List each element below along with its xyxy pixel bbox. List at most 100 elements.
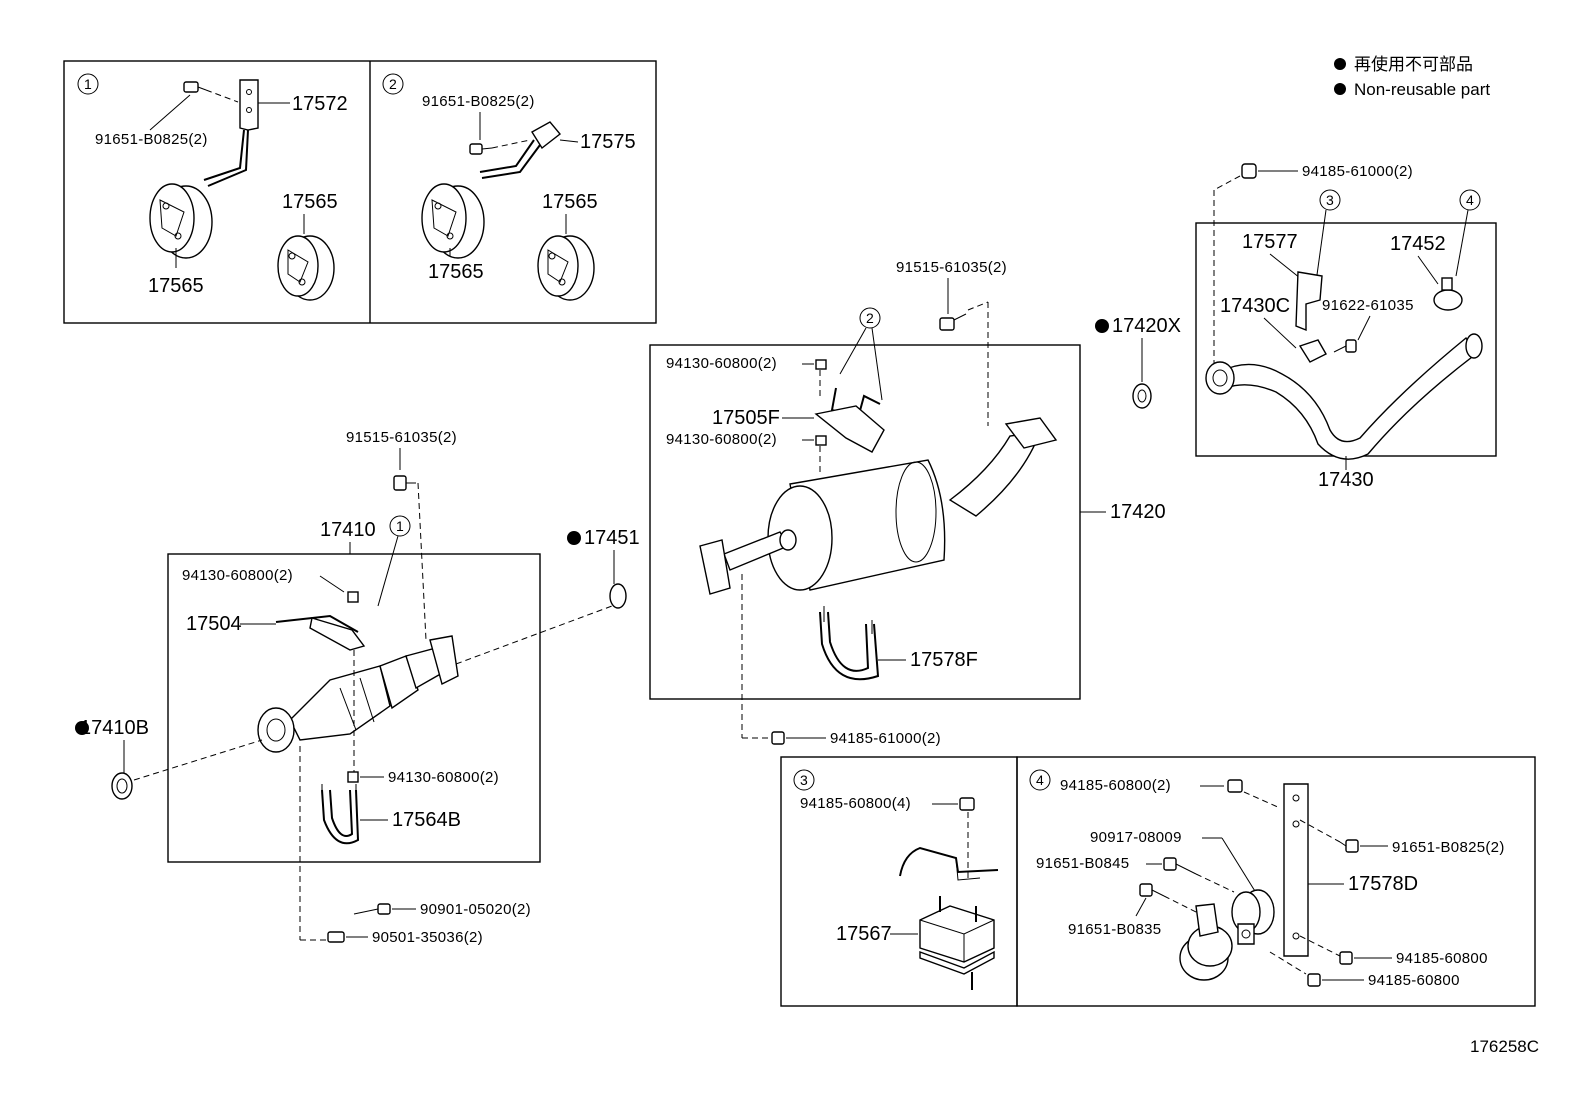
muffler-bracket-icon bbox=[814, 387, 885, 453]
label-17572: 17572 bbox=[292, 93, 348, 115]
tailpipe-section: 94185-61000(2) 3 4 17577 17452 17430C 91… bbox=[1195, 163, 1497, 491]
gasket-17420x: 17420X bbox=[1095, 315, 1181, 409]
muffler-circle-label: 2 bbox=[866, 310, 874, 326]
clamp-ring-icon bbox=[1433, 277, 1463, 311]
pipe-clamp-icon bbox=[1179, 903, 1233, 981]
panel-1: 1 91651-B0825(2) 17572 17565 1 bbox=[77, 73, 348, 301]
label-94130-60800-b: 94130-60800(2) bbox=[388, 769, 499, 786]
catalytic-converter-icon bbox=[257, 635, 459, 753]
label-17578d: 17578D bbox=[1348, 873, 1418, 895]
rubber-damper-icon bbox=[1231, 889, 1275, 945]
legend: 再使用不可部品 Non-reusable part bbox=[1334, 54, 1490, 99]
tailpipe-circle-3: 3 bbox=[1326, 192, 1334, 208]
label-17565-a: 17565 bbox=[148, 275, 204, 297]
label-94185-60800-2: 94185-60800(2) bbox=[1060, 777, 1171, 794]
mount-bracket-icon bbox=[899, 846, 999, 881]
converter-frame bbox=[167, 553, 541, 863]
callout-circle bbox=[1319, 189, 1341, 211]
gasket-icon bbox=[111, 772, 133, 800]
nut-icon bbox=[1227, 779, 1243, 793]
callout-circle bbox=[859, 307, 881, 329]
callout-circle bbox=[389, 515, 411, 537]
label-94185-60800-b: 94185-60800 bbox=[1368, 972, 1460, 989]
callout-circle bbox=[1459, 189, 1481, 211]
panel-4: 4 94185-60800(2) 90917-08009 91651-B0845… bbox=[1016, 756, 1536, 1007]
tailpipe-icon bbox=[1205, 333, 1483, 460]
bolt-icon bbox=[393, 475, 416, 491]
label-17577: 17577 bbox=[1242, 231, 1298, 253]
panel-hangers bbox=[63, 60, 657, 324]
callout-circle bbox=[1029, 769, 1051, 791]
label-91651-b0825-p4: 91651-B0825(2) bbox=[1392, 839, 1505, 856]
muffler-frame bbox=[649, 344, 1081, 700]
callout-circle bbox=[77, 73, 99, 95]
label-17565-b: 17565 bbox=[282, 191, 338, 213]
ring-icon bbox=[609, 583, 627, 609]
nut-icon bbox=[815, 359, 827, 370]
label-94185-60800-a: 94185-60800 bbox=[1396, 950, 1488, 967]
nut-icon bbox=[347, 591, 359, 603]
tailpipe-bracket-icon bbox=[1295, 271, 1323, 332]
legend-note-en: Non-reusable part bbox=[1354, 80, 1490, 99]
label-94185-60800-4: 94185-60800(4) bbox=[800, 795, 911, 812]
label-90501-35036: 90501-35036(2) bbox=[372, 929, 483, 946]
label-17578f: 17578F bbox=[910, 649, 978, 671]
muffler-section: 91515-61035(2) 2 94130-60800(2) 17505F 9… bbox=[649, 259, 1166, 747]
bolt-icon bbox=[469, 143, 493, 155]
rubber-mount-icon bbox=[537, 235, 595, 301]
legend-note-ja: 再使用不可部品 bbox=[1354, 54, 1473, 74]
legend-bullet-icon bbox=[1334, 58, 1346, 70]
hanger-bracket-icon bbox=[203, 79, 259, 187]
converter-circle-label: 1 bbox=[396, 518, 404, 534]
label-17565-c: 17565 bbox=[428, 261, 484, 283]
label-91622-61035: 91622-61035 bbox=[1322, 297, 1414, 314]
nut-icon bbox=[1307, 973, 1321, 987]
bolt-icon bbox=[183, 81, 207, 93]
bolt-icon bbox=[353, 903, 391, 915]
nut-icon bbox=[1339, 951, 1353, 965]
long-bracket-icon bbox=[1283, 783, 1309, 957]
tailpipe-circle-4: 4 bbox=[1466, 192, 1474, 208]
label-17410: 17410 bbox=[320, 519, 376, 541]
bolt-icon bbox=[1163, 857, 1197, 875]
gasket-icon bbox=[1132, 383, 1152, 409]
converter-section: 91515-61035(2) 17410 1 94130-60800(2) 17… bbox=[75, 429, 640, 946]
label-17451: 17451 bbox=[584, 527, 640, 549]
panel-2: 2 91651-B0825(2) 17575 17565 17565 bbox=[382, 73, 636, 301]
converter-bracket-icon bbox=[275, 614, 366, 651]
label-17575: 17575 bbox=[580, 131, 636, 153]
rubber-mount-icon bbox=[421, 183, 485, 259]
rubber-mount-icon bbox=[149, 183, 213, 259]
label-17504: 17504 bbox=[186, 613, 242, 635]
label-17430: 17430 bbox=[1318, 469, 1374, 491]
bolt-icon bbox=[1139, 883, 1165, 897]
rubber-mount-icon bbox=[277, 235, 335, 301]
label-94130-60800-a: 94130-60800(2) bbox=[182, 567, 293, 584]
bolt-icon bbox=[1333, 339, 1357, 353]
label-91515-61035-m: 91515-61035(2) bbox=[896, 259, 1007, 276]
u-clamp-icon bbox=[321, 784, 360, 845]
panel-3: 3 94185-60800(4) 17567 bbox=[780, 756, 1018, 1007]
label-17420: 17420 bbox=[1110, 501, 1166, 523]
label-94130-60800-d: 94130-60800(2) bbox=[666, 431, 777, 448]
non-reusable-dot-icon bbox=[1095, 319, 1109, 333]
nut-icon bbox=[1241, 163, 1257, 179]
label-17420x: 17420X bbox=[1112, 315, 1181, 337]
engine-mount-icon bbox=[919, 896, 995, 990]
label-91651-b0835: 91651-B0835 bbox=[1068, 921, 1161, 938]
bolt-icon bbox=[939, 313, 967, 331]
callout-circle bbox=[382, 73, 404, 95]
panel-3-circle-label: 3 bbox=[800, 772, 808, 788]
label-91651-b0845: 91651-B0845 bbox=[1036, 855, 1129, 872]
bolt-icon bbox=[1339, 839, 1359, 853]
insulator-icon bbox=[1298, 339, 1327, 363]
spring-icon bbox=[327, 931, 345, 943]
label-94130-60800-c: 94130-60800(2) bbox=[666, 355, 777, 372]
callout-circle bbox=[793, 769, 815, 791]
panel-4-circle-label: 4 bbox=[1036, 772, 1044, 788]
nut-icon bbox=[771, 731, 785, 745]
label-17452: 17452 bbox=[1390, 233, 1446, 255]
label-94185-61000-t: 94185-61000(2) bbox=[1302, 163, 1413, 180]
u-clamp-icon bbox=[819, 606, 880, 681]
